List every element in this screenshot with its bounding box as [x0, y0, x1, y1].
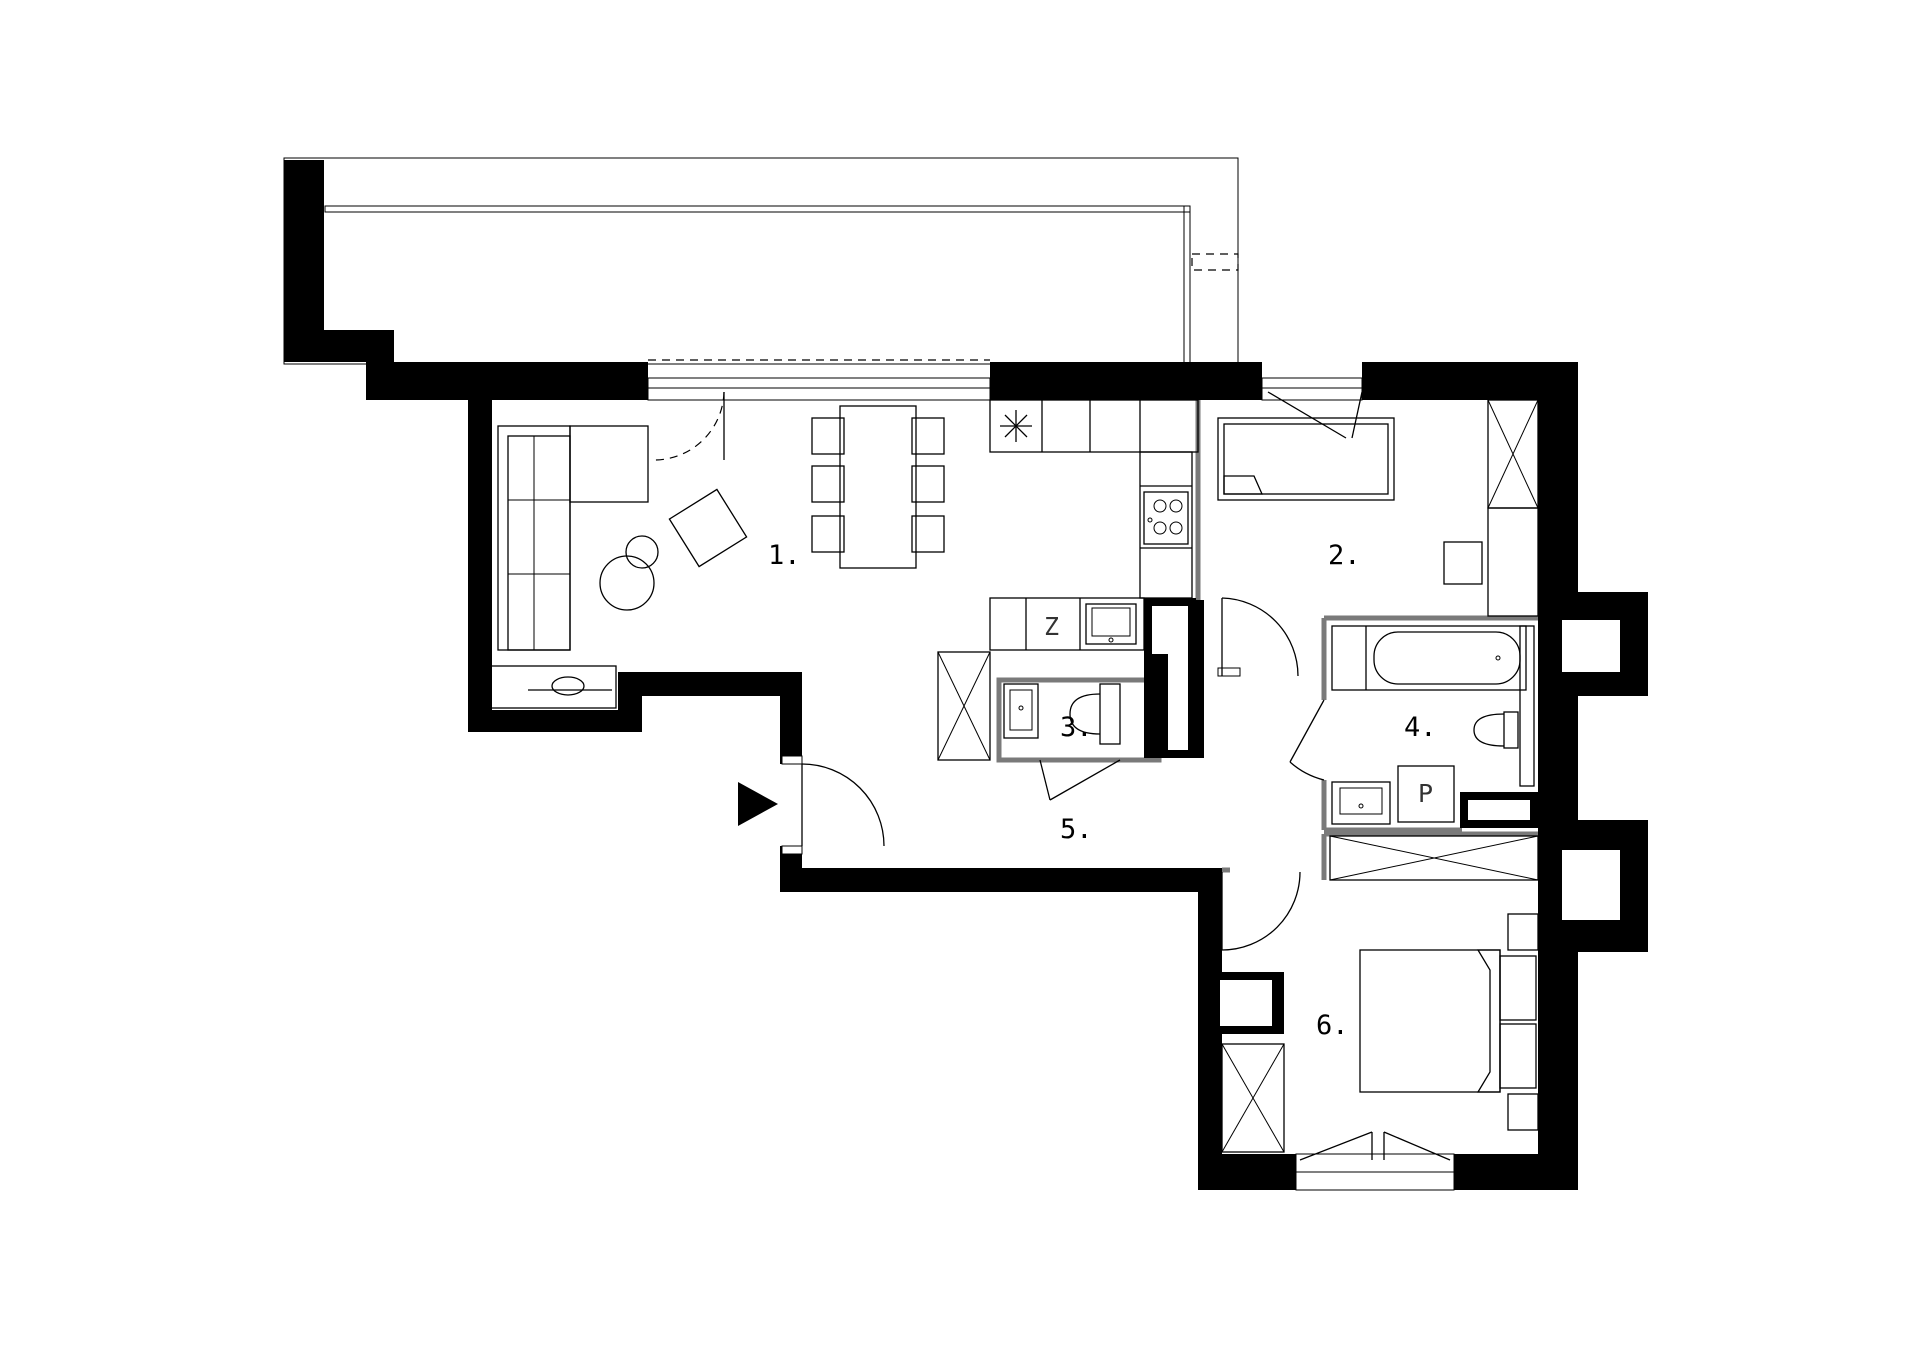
- hall-wardrobe: [1329, 835, 1539, 881]
- bedroom-main-furniture: [1221, 913, 1539, 1153]
- bath-toilet: [1473, 711, 1519, 749]
- single-bed: [1217, 417, 1395, 501]
- chair: [1443, 541, 1483, 585]
- doors: [651, 391, 1451, 1161]
- room-labels: 1. 2. 3. 4. 5. 6.: [768, 540, 1437, 1041]
- bedroom-small-window: [1261, 377, 1363, 401]
- balcony: [283, 157, 1239, 365]
- balcony-railing-side: [1183, 205, 1191, 365]
- bathtub: [1331, 625, 1527, 691]
- balcony-outline: [283, 157, 1239, 365]
- wc-fixtures: [1003, 683, 1121, 745]
- room-label-2: 2.: [1328, 540, 1361, 571]
- balcony-railing: [324, 205, 1191, 213]
- coffee-table-small: [625, 535, 659, 569]
- tv-console: [489, 665, 617, 709]
- kitchen: Z: [937, 399, 1199, 761]
- balcony-drain: [1191, 253, 1239, 271]
- coffee-table-large: [599, 555, 655, 611]
- hob: [1143, 491, 1189, 545]
- bath-sink: [1331, 781, 1391, 825]
- dining-set: [811, 405, 945, 569]
- room-label-3: 3.: [1060, 712, 1093, 743]
- kitchen-sink: [1085, 603, 1137, 645]
- room-label-4: 4.: [1404, 712, 1437, 743]
- room-label-6: 6.: [1316, 1010, 1349, 1041]
- armchair: [668, 488, 748, 568]
- exterior-walls: [284, 160, 1648, 1190]
- wc-toilet: [1099, 683, 1121, 745]
- windows: [647, 377, 1455, 1191]
- living-furniture: [489, 405, 945, 709]
- wardrobe-main: [1221, 1043, 1285, 1153]
- wc-sink: [1003, 683, 1039, 739]
- bedroom-small-furniture: [1217, 399, 1539, 617]
- washing-machine: [1397, 765, 1455, 823]
- fridge-mark: Z: [1044, 612, 1059, 641]
- dining-table: [839, 405, 917, 569]
- double-bed: [1359, 949, 1537, 1093]
- cabinet-x: [937, 651, 991, 761]
- living-window: [647, 377, 991, 401]
- bathroom-fixtures: P: [1331, 625, 1535, 825]
- room-label-1: 1.: [768, 540, 801, 571]
- nightstand-top: [1507, 913, 1539, 951]
- wardrobe-small: [1487, 399, 1539, 617]
- washer-mark: P: [1418, 779, 1433, 808]
- nightstand-bottom: [1507, 1093, 1539, 1131]
- entrance-arrow-icon: [738, 782, 778, 826]
- room-label-5: 5.: [1060, 814, 1093, 845]
- asterisk-icon: [1000, 410, 1032, 442]
- sofa: [497, 425, 649, 651]
- wall-voids: [1176, 610, 1620, 1026]
